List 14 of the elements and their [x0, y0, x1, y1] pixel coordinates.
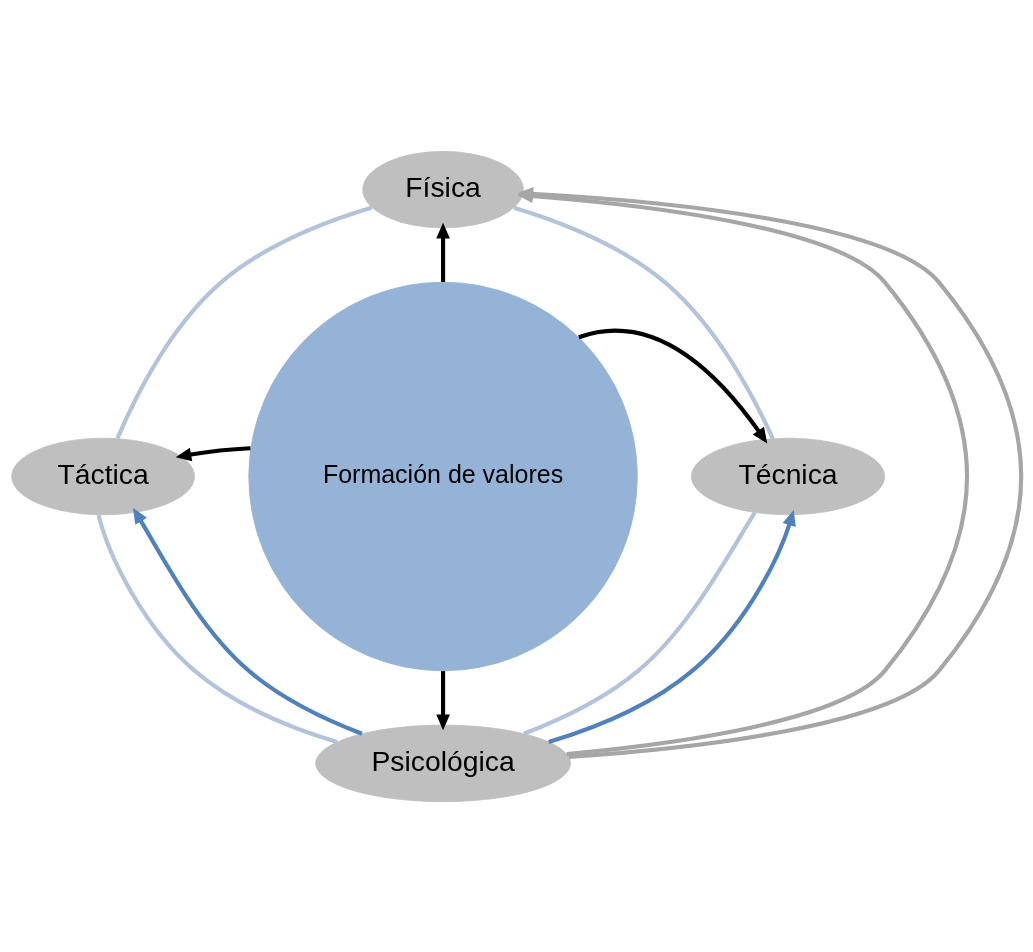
connector: [513, 205, 775, 439]
arrow: [578, 328, 768, 443]
node-ellipse: Física: [362, 150, 524, 228]
arrow: [436, 670, 450, 730]
connector: [96, 513, 338, 744]
node-circle: Formación de valores: [248, 281, 638, 671]
node-ellipse: Técnica: [691, 437, 885, 515]
arrow: [548, 509, 796, 744]
node-ellipse: Psicológica: [315, 724, 571, 802]
arrow: [436, 222, 450, 282]
arrow: [175, 445, 251, 461]
connector: [523, 511, 757, 736]
connector: [115, 204, 373, 439]
arrow: [133, 507, 363, 736]
